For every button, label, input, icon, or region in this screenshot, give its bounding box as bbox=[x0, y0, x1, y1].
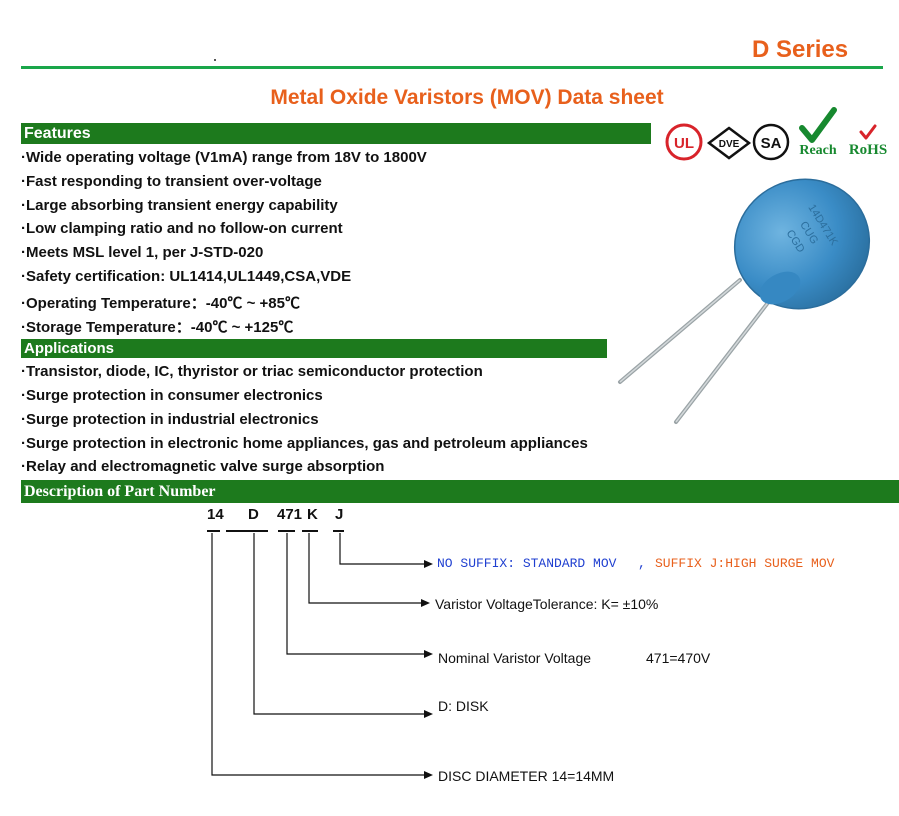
arrow-head-icon bbox=[424, 771, 433, 779]
connector-line bbox=[339, 533, 425, 565]
varistor-disc bbox=[733, 178, 871, 310]
pn-tolerance-code: K bbox=[307, 506, 318, 523]
pn-diameter-code: 14 bbox=[207, 506, 224, 523]
feature-item: ·Low clamping ratio and no follow-on cur… bbox=[21, 220, 343, 237]
ul-logo-text: UL bbox=[674, 135, 694, 152]
application-item: ·Relay and electromagnetic valve surge a… bbox=[21, 458, 385, 475]
features-heading: Features bbox=[21, 123, 651, 144]
rohs-logo: RoHS bbox=[849, 124, 887, 158]
arrow-head-icon bbox=[424, 560, 433, 568]
arrow-head-icon bbox=[424, 710, 433, 718]
applications-heading: Applications bbox=[21, 339, 607, 358]
reach-logo-text: Reach bbox=[799, 143, 837, 158]
part-number-heading: Description of Part Number bbox=[21, 480, 899, 503]
suffix-standard-desc: NO SUFFIX: STANDARD MOV bbox=[437, 556, 617, 571]
application-item: ·Transistor, diode, IC, thyristor or tri… bbox=[21, 363, 483, 380]
varistor-photo: 14D471K CUG CGD bbox=[618, 178, 871, 424]
feature-item: ·Storage Temperature：-40℃ ~ +125℃ bbox=[21, 319, 294, 336]
lead-highlight bbox=[619, 279, 741, 383]
connector-line bbox=[308, 533, 422, 604]
feature-item: ·Large absorbing transient energy capabi… bbox=[21, 197, 338, 214]
arrow-head-icon bbox=[421, 599, 430, 607]
connector-line bbox=[286, 533, 425, 655]
checkmark-icon bbox=[799, 107, 837, 143]
feature-item: ·Operating Temperature：-40℃ ~ +85℃ bbox=[21, 295, 300, 312]
csa-logo: SA bbox=[752, 123, 790, 161]
reach-logo: Reach bbox=[799, 107, 837, 158]
stray-mark bbox=[214, 59, 216, 61]
disc-base bbox=[759, 271, 801, 305]
csa-logo-text: SA bbox=[761, 135, 782, 152]
pn-suffix-code: J bbox=[335, 506, 344, 523]
pn-voltage-code: 471 bbox=[277, 506, 303, 523]
diameter-desc: DISC DIAMETER 14=14MM bbox=[438, 768, 615, 784]
ul-logo: UL bbox=[665, 123, 703, 161]
tolerance-desc: Varistor VoltageTolerance: K= ±10% bbox=[435, 596, 659, 612]
connector-line bbox=[211, 533, 425, 776]
series-title: D Series bbox=[752, 36, 849, 63]
pn-type-code: D bbox=[248, 506, 259, 523]
nominal-voltage-value: 471=470V bbox=[646, 650, 711, 666]
rohs-logo-text: RoHS bbox=[849, 142, 887, 158]
suffix-high-surge-desc: SUFFIX J:HIGH SURGE MOV bbox=[655, 556, 835, 571]
vde-logo-text: DVE bbox=[719, 139, 740, 150]
disk-desc: D: DISK bbox=[438, 698, 489, 714]
nominal-voltage-label: Nominal Varistor Voltage bbox=[438, 650, 592, 666]
header-rule bbox=[21, 66, 883, 69]
suffix-separator: , bbox=[638, 556, 646, 571]
connector-line bbox=[253, 533, 425, 715]
application-item: ·Surge protection in industrial electron… bbox=[21, 411, 319, 428]
feature-item: ·Fast responding to transient over-volta… bbox=[21, 173, 322, 190]
feature-item: ·Safety certification: UL1414,UL1449,CSA… bbox=[21, 268, 352, 285]
vde-logo: DVE bbox=[706, 126, 752, 160]
checkmark-icon bbox=[859, 124, 877, 140]
application-item: ·Surge protection in consumer electronic… bbox=[21, 387, 323, 404]
application-item: ·Surge protection in electronic home app… bbox=[21, 435, 588, 452]
page-title: Metal Oxide Varistors (MOV) Data sheet bbox=[270, 86, 664, 109]
arrow-head-icon bbox=[424, 650, 433, 658]
feature-item: ·Wide operating voltage (V1mA) range fro… bbox=[21, 149, 427, 166]
lead-highlight bbox=[675, 299, 771, 423]
feature-item: ·Meets MSL level 1, per J-STD-020 bbox=[21, 244, 264, 261]
